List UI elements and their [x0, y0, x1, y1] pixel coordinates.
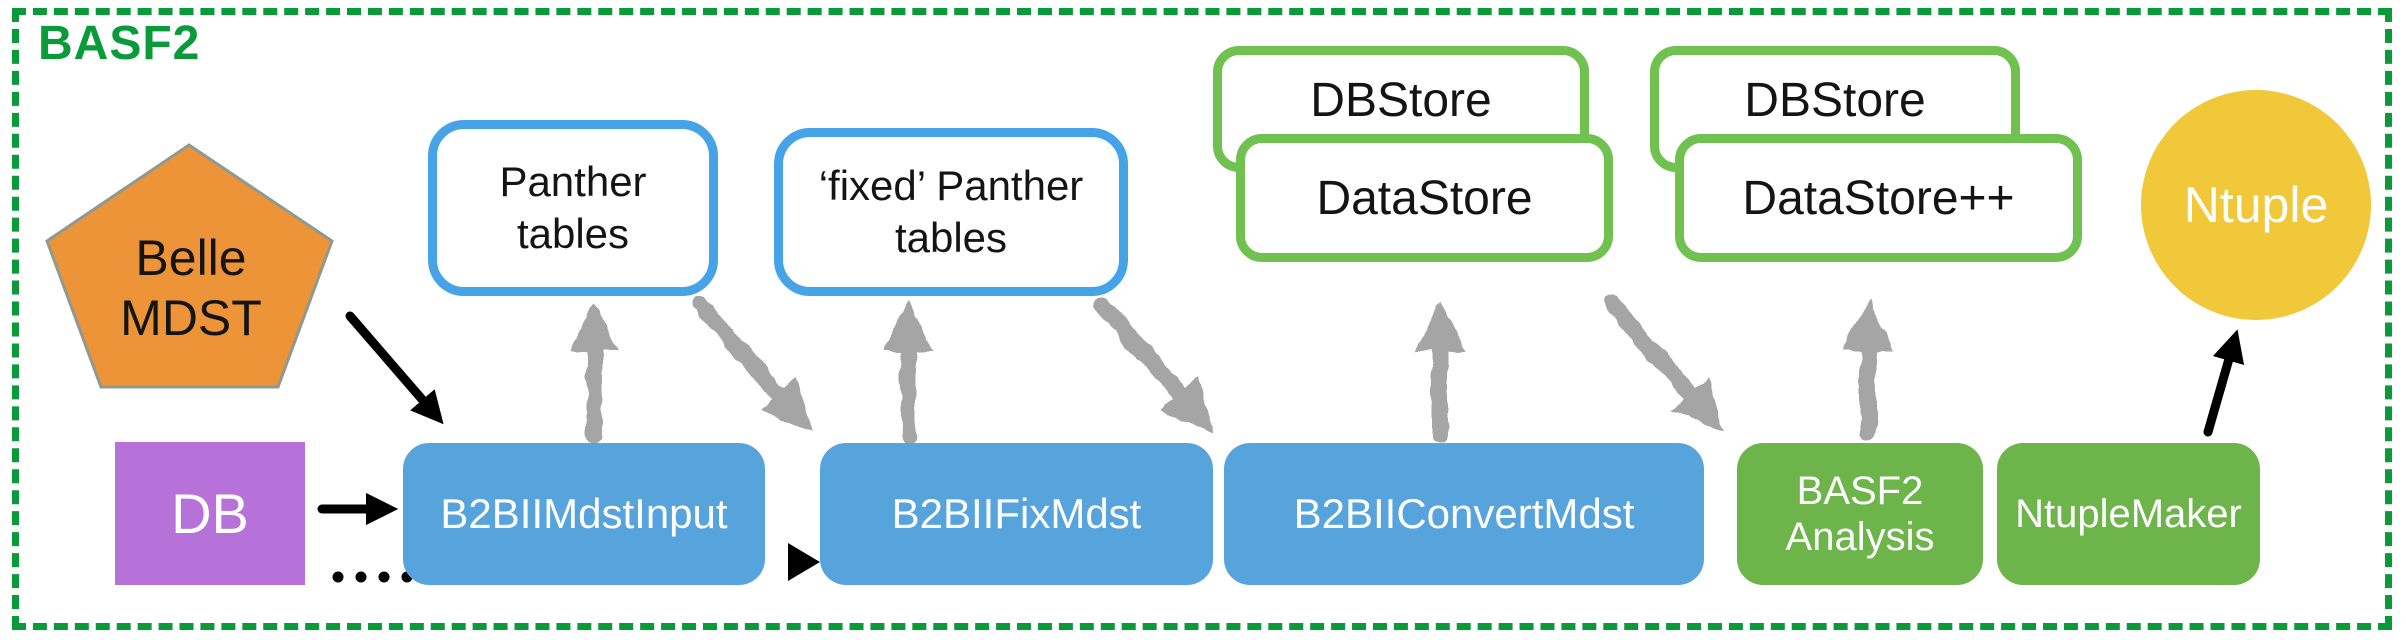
belle-mdst-line2: MDST: [120, 290, 262, 346]
b2biifixmdst-label: B2BIIFixMdst: [891, 489, 1142, 537]
dbstore-right-label: DBStore: [1744, 74, 1926, 127]
ntuplemaker-module: NtupleMaker: [1997, 443, 2260, 585]
b2biiconvertmdst-module: B2BIIConvertMdst: [1224, 443, 1704, 585]
fixed-panther-tables-box: ‘fixed’ Panther tables: [774, 128, 1128, 296]
db-box: DB: [115, 442, 305, 585]
dbstore-left-label: DBStore: [1310, 74, 1492, 127]
pentagon-shape: [45, 143, 334, 389]
ntuplemaker-label: NtupleMaker: [2015, 492, 2242, 536]
ntuple-circle: Ntuple: [2141, 90, 2371, 320]
datastore-label: DataStore: [1316, 171, 1533, 225]
basf2-analysis-line2: Analysis: [1785, 515, 1935, 559]
b2biimdstinput-module: B2BIIMdstInput: [403, 443, 765, 585]
basf2-frame-border: [12, 8, 2392, 630]
b2biimdstinput-label: B2BIIMdstInput: [440, 489, 728, 537]
panther-tables-line1: Panther: [499, 157, 647, 205]
datastore-box: DataStore: [1236, 134, 1613, 262]
panther-tables-line2: tables: [516, 210, 630, 257]
db-label: DB: [171, 482, 249, 545]
frame-title: BASF2: [38, 17, 201, 70]
b2biifixmdst-module: B2BIIFixMdst: [820, 443, 1213, 585]
panther-tables-box: Panther tables: [428, 120, 718, 296]
belle-mdst-line1: Belle: [135, 230, 247, 286]
belle-mdst-label: Belle MDST: [43, 140, 339, 394]
datastore-pp-box: DataStore++: [1675, 134, 2082, 262]
datastore-pp-label: DataStore++: [1742, 171, 2015, 225]
belle-mdst-pentagon: [45, 143, 334, 389]
basf2-analysis-line1: BASF2: [1796, 469, 1924, 513]
basf2-analysis-module: BASF2 Analysis: [1737, 443, 1983, 585]
fixed-panther-tables-line1: ‘fixed’ Panther: [818, 161, 1084, 209]
fixed-panther-tables-line2: tables: [894, 214, 1008, 261]
ntuple-label: Ntuple: [2183, 177, 2329, 233]
b2biiconvertmdst-label: B2BIIConvertMdst: [1293, 489, 1635, 537]
